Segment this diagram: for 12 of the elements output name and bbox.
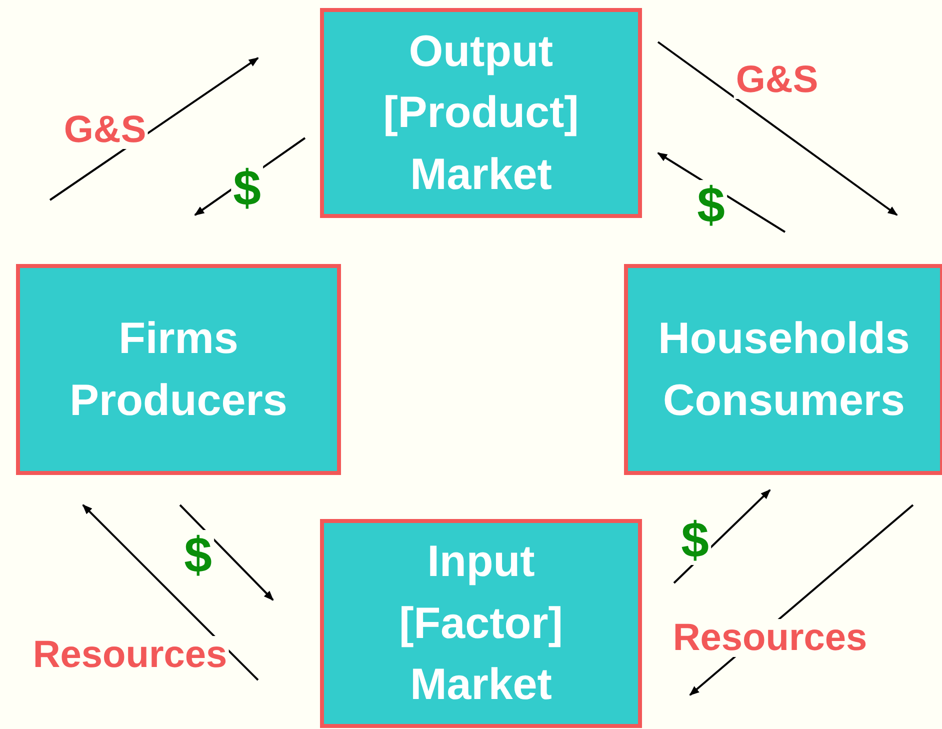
box-label: Input [Factor] Market (398, 536, 564, 712)
box-label: Households Consumers (657, 312, 911, 426)
sector-box (624, 264, 942, 475)
arrow (657, 41, 898, 216)
box-label: Output [Product] Market (382, 26, 580, 201)
box-label: Firms Producers (68, 312, 288, 426)
arrow (179, 504, 274, 601)
market-box (320, 8, 642, 218)
market-box (320, 519, 642, 728)
sector-box (16, 264, 341, 475)
arrow (82, 504, 259, 681)
arrow (49, 57, 259, 201)
